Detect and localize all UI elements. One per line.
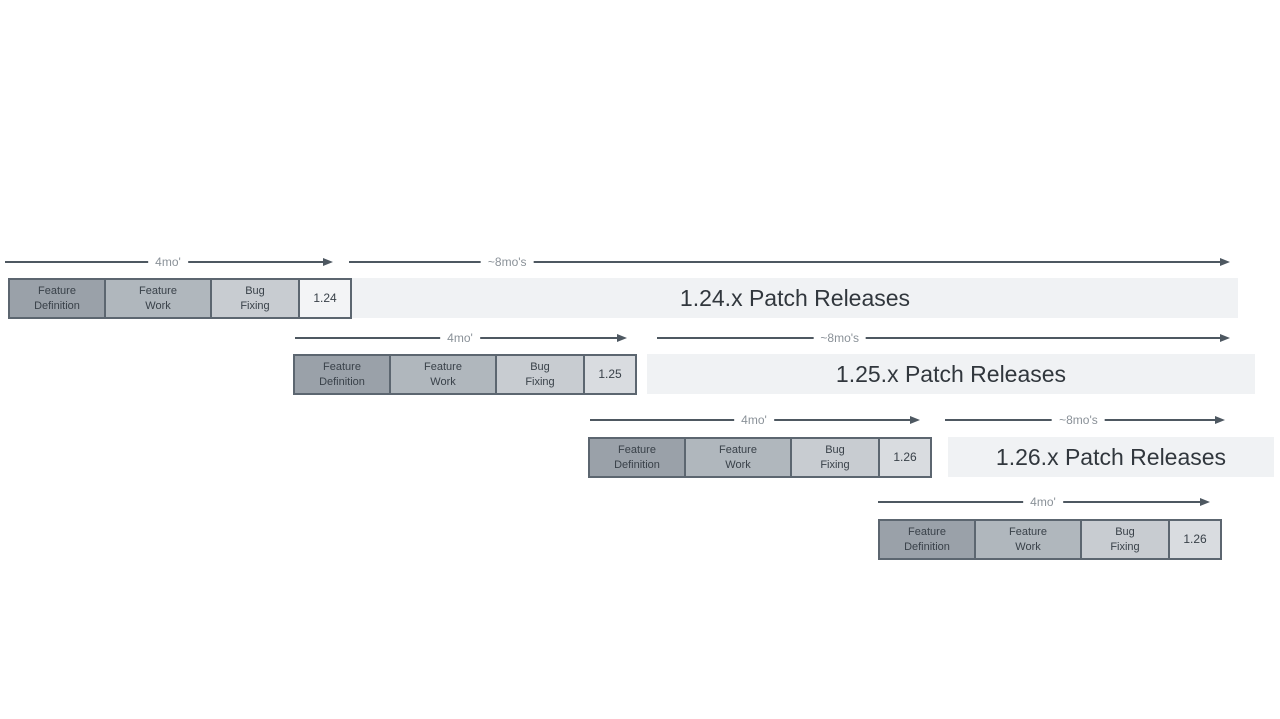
arrow-head-icon	[617, 334, 627, 342]
phase-label-line: Feature	[1009, 526, 1047, 539]
phase-bug-fixing: Bug Fixing	[790, 437, 880, 478]
patch-releases-title: 1.26.x Patch Releases	[995, 443, 1227, 470]
release-cycle-row-1-24: Feature Definition Feature Work Bug Fixi…	[8, 278, 352, 319]
arrow-line	[657, 337, 1226, 339]
phase-label-line: Bug	[825, 444, 845, 457]
patch-releases-bar-1-24: 1.24.x Patch Releases	[352, 278, 1238, 318]
version-box: 1.26	[878, 437, 932, 478]
cycle-duration-arrow-1-25: 4mo'	[295, 330, 627, 346]
phase-label-line: Feature	[719, 444, 757, 457]
patch-duration-label: ~8mo's	[813, 331, 867, 345]
version-box: 1.25	[583, 354, 637, 395]
arrow-head-icon	[1220, 258, 1230, 266]
phase-label-line: Feature	[323, 361, 361, 374]
phase-label-line: Definition	[614, 458, 660, 471]
phase-feature-definition: Feature Definition	[878, 519, 976, 560]
arrow-head-icon	[1220, 334, 1230, 342]
release-cycle-row-1-25: Feature Definition Feature Work Bug Fixi…	[293, 354, 637, 395]
phase-label-line: Feature	[139, 285, 177, 298]
cycle-duration-label: 4mo'	[734, 413, 774, 427]
phase-label-line: Fixing	[820, 458, 850, 471]
phase-label-line: Bug	[530, 361, 550, 374]
cycle-duration-label: 4mo'	[148, 255, 188, 269]
patch-duration-arrow-1-26: ~8mo's	[945, 412, 1225, 428]
phase-label-line: Fixing	[525, 375, 555, 388]
patch-releases-title: 1.24.x Patch Releases	[679, 284, 911, 311]
release-cycle-row-1-26: Feature Definition Feature Work Bug Fixi…	[588, 437, 932, 478]
patch-releases-title: 1.25.x Patch Releases	[835, 360, 1067, 387]
phase-label-line: Fixing	[240, 299, 270, 312]
cycle-duration-label: 4mo'	[440, 331, 480, 345]
cycle-duration-arrow-next: 4mo'	[878, 494, 1210, 510]
arrow-head-icon	[910, 416, 920, 424]
patch-releases-bar-1-25: 1.25.x Patch Releases	[647, 354, 1255, 394]
phase-label-line: Work	[725, 458, 751, 471]
phase-bug-fixing: Bug Fixing	[1080, 519, 1170, 560]
arrow-line	[349, 261, 1226, 263]
arrow-head-icon	[1215, 416, 1225, 424]
arrow-head-icon	[1200, 498, 1210, 506]
patch-duration-arrow-1-24: ~8mo's	[349, 254, 1230, 270]
arrow-head-icon	[323, 258, 333, 266]
phase-label-line: Fixing	[1110, 540, 1140, 553]
phase-label-line: Definition	[34, 299, 80, 312]
phase-feature-work: Feature Work	[389, 354, 497, 395]
version-box: 1.26	[1168, 519, 1222, 560]
phase-label-line: Feature	[908, 526, 946, 539]
phase-feature-definition: Feature Definition	[293, 354, 391, 395]
phase-feature-work: Feature Work	[684, 437, 792, 478]
phase-label-line: Feature	[424, 361, 462, 374]
patch-duration-arrow-1-25: ~8mo's	[657, 330, 1230, 346]
phase-feature-definition: Feature Definition	[588, 437, 686, 478]
phase-label-line: Definition	[319, 375, 365, 388]
phase-bug-fixing: Bug Fixing	[210, 278, 300, 319]
cycle-duration-arrow-1-26: 4mo'	[590, 412, 920, 428]
cycle-duration-arrow-1-24: 4mo'	[5, 254, 333, 270]
phase-label-line: Definition	[904, 540, 950, 553]
phase-feature-work: Feature Work	[974, 519, 1082, 560]
patch-duration-label: ~8mo's	[1052, 413, 1105, 427]
phase-label-line: Feature	[38, 285, 76, 298]
release-cycle-row-next: Feature Definition Feature Work Bug Fixi…	[878, 519, 1222, 560]
cycle-duration-label: 4mo'	[1023, 495, 1063, 509]
version-box: 1.24	[298, 278, 352, 319]
phase-label-line: Work	[145, 299, 171, 312]
phase-label-line: Feature	[618, 444, 656, 457]
phase-bug-fixing: Bug Fixing	[495, 354, 585, 395]
phase-label-line: Bug	[245, 285, 265, 298]
phase-feature-work: Feature Work	[104, 278, 212, 319]
phase-feature-definition: Feature Definition	[8, 278, 106, 319]
patch-releases-bar-1-26: 1.26.x Patch Releases	[948, 437, 1274, 477]
phase-label-line: Work	[430, 375, 456, 388]
patch-duration-label: ~8mo's	[480, 255, 534, 269]
phase-label-line: Bug	[1115, 526, 1135, 539]
phase-label-line: Work	[1015, 540, 1041, 553]
